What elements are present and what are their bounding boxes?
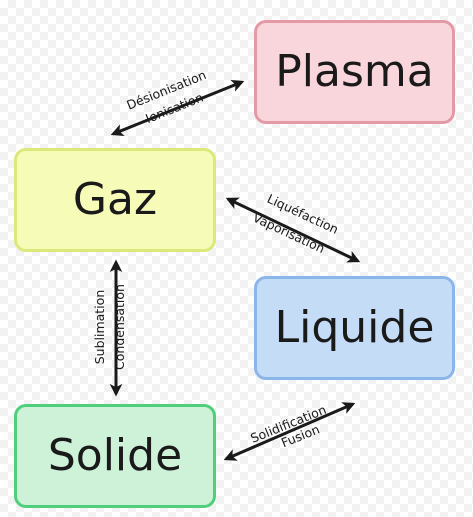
state-liquide: Liquide <box>254 276 455 380</box>
arrow-solide-liquide <box>223 402 356 461</box>
state-solide-label: Solide <box>47 430 183 481</box>
arrow-gaz-plasma <box>110 79 245 137</box>
state-solide: Solide <box>14 404 216 508</box>
state-liquide-label: Liquide <box>274 302 435 353</box>
state-gaz: Gaz <box>14 148 216 252</box>
state-plasma-label: Plasma <box>275 46 434 97</box>
state-plasma: Plasma <box>254 20 455 124</box>
label-sublimation: Sublimation <box>92 290 107 365</box>
arrow-gaz-liquide <box>225 197 361 263</box>
state-gaz-label: Gaz <box>72 174 158 225</box>
label-condensation: Condensation <box>112 284 127 370</box>
